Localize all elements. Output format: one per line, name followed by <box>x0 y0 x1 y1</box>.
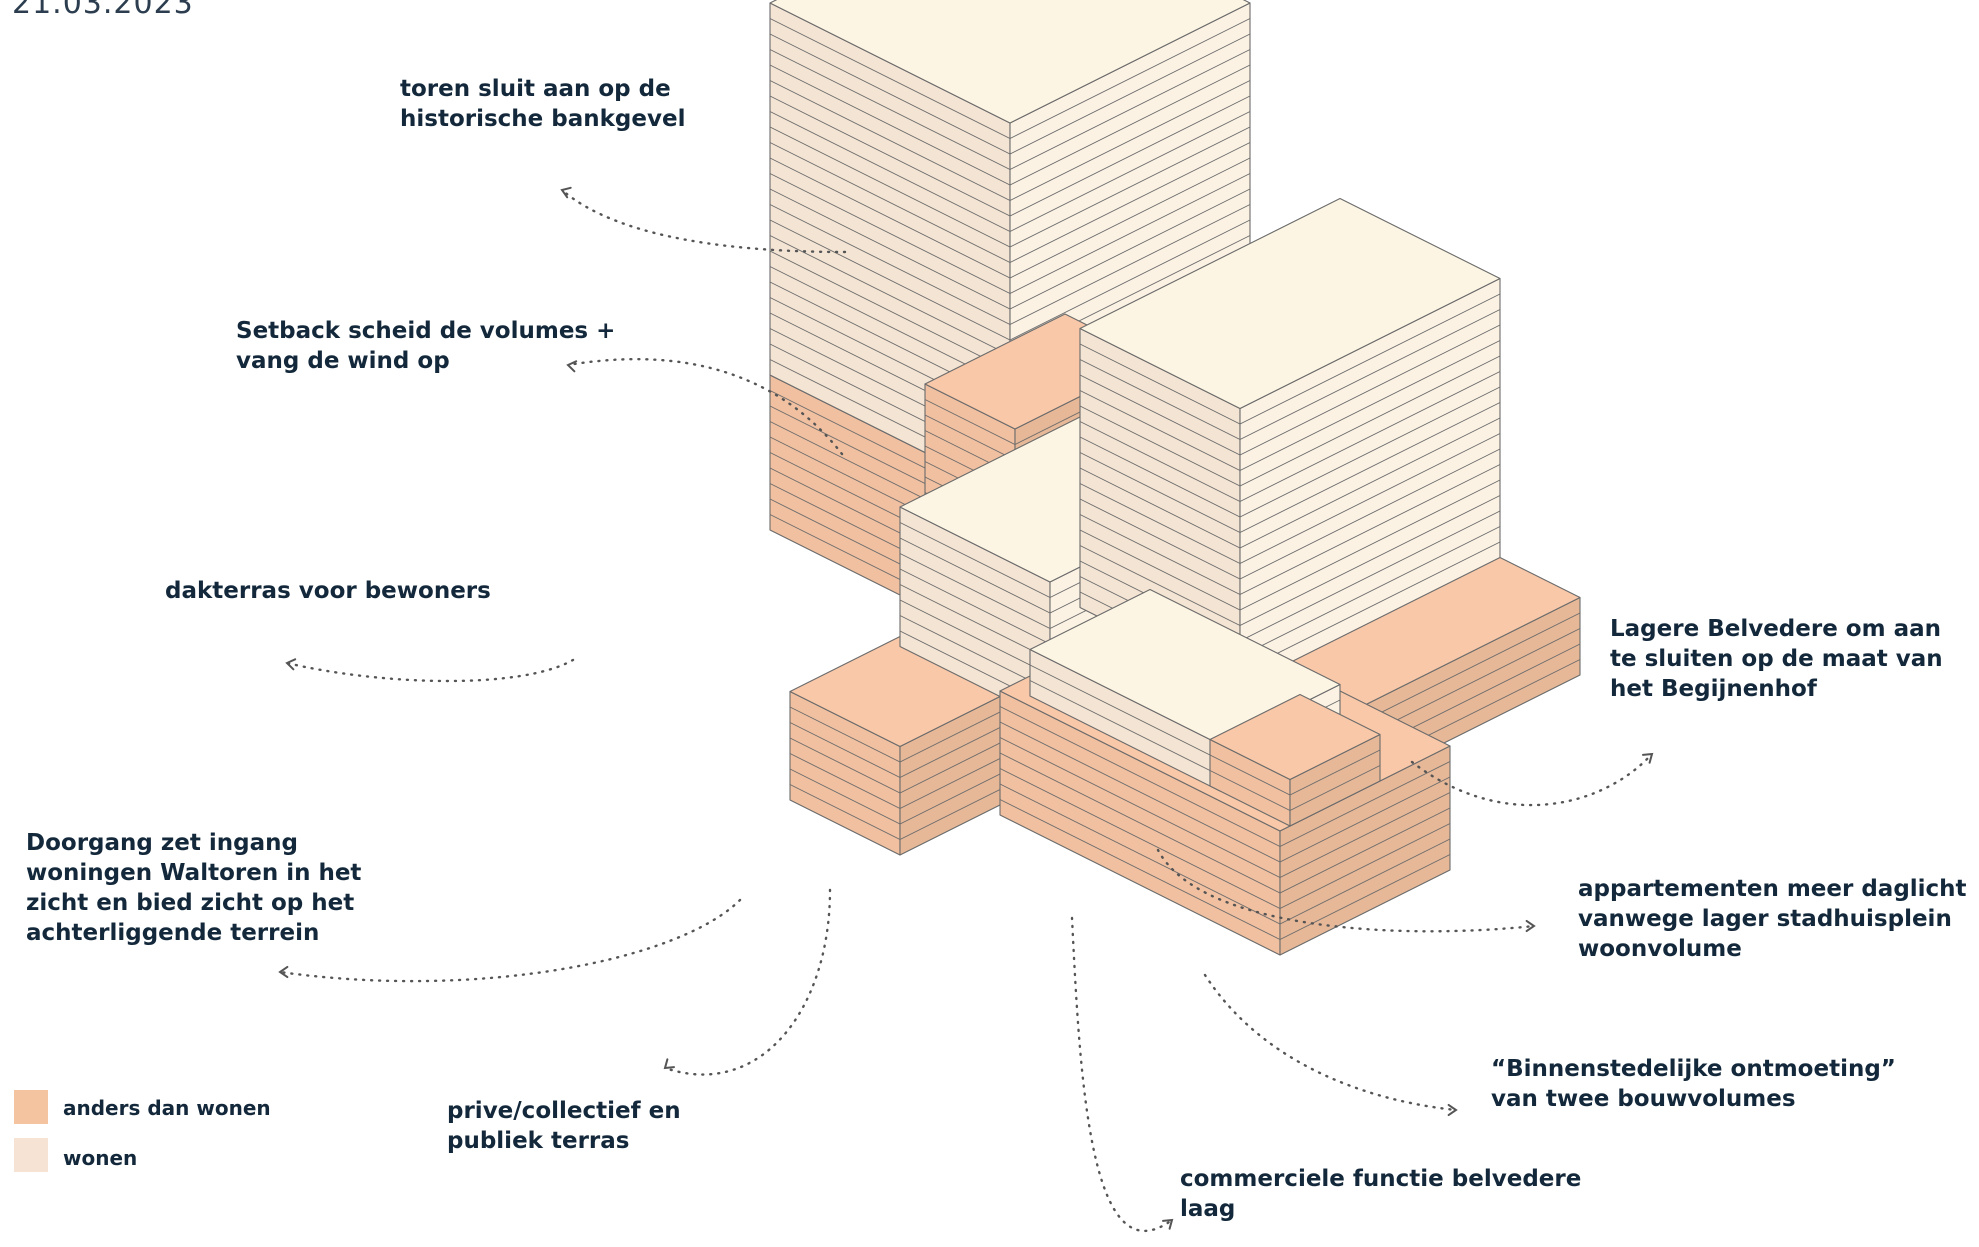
front-commercial-slab-floor-line <box>999 768 1451 910</box>
legend-label-residential: wonen <box>63 1146 138 1170</box>
front-commercial-slab-floor-line <box>999 783 1451 925</box>
right-residential-floor-line <box>1079 355 1501 487</box>
tower-floor-line <box>769 173 1251 295</box>
arrow-setback <box>566 357 844 456</box>
note-prive: prive/collectief en publiek terras <box>447 1098 681 1154</box>
front-commercial-slab-floor-line <box>999 706 1451 848</box>
building-volumes <box>769 0 1581 956</box>
right-residential-floor-line <box>1079 324 1501 456</box>
right-residential-floor-line <box>1079 417 1501 549</box>
right-residential-floor-line <box>1079 386 1501 518</box>
central-commercial-cap <box>1209 693 1381 827</box>
central-commercial-cap-top-face <box>1209 693 1381 781</box>
legend-swatch-commercial <box>14 1090 48 1124</box>
tower-top-face <box>769 0 1251 124</box>
arrow-toren-head <box>560 186 572 199</box>
right-residential-floor-line <box>1079 464 1501 596</box>
tower-floor-line <box>769 126 1251 248</box>
tower-floor-line <box>769 204 1251 326</box>
arrow-lagere <box>1410 752 1654 807</box>
arrow-dakterras <box>285 658 575 683</box>
arrow-commercieel <box>1070 916 1174 1232</box>
right-residential-floor-line <box>1079 433 1501 565</box>
note-commercieel: commerciele functie belvedere laag <box>1180 1166 1582 1222</box>
central-commercial-cap-floor-line <box>1209 765 1381 812</box>
arrow-commercieel-head <box>1162 1218 1174 1230</box>
note-setback: Setback scheid de volumes + vang de wind… <box>236 318 616 374</box>
arrow-doorgang <box>278 898 742 983</box>
arrow-doorgang-head <box>278 965 289 979</box>
note-appartementen: appartementen meer daglicht vanwege lage… <box>1578 876 1967 962</box>
right-residential-floor-line <box>1079 495 1501 627</box>
tower-floor-line <box>769 64 1251 186</box>
note-toren: toren sluit aan op de historische bankge… <box>400 76 686 132</box>
arrow-appartementen <box>1156 848 1536 933</box>
arrow-lagere-head <box>1642 752 1654 764</box>
right-residential-floor-line <box>1079 309 1501 441</box>
right-residential-floor-line <box>1079 479 1501 611</box>
tower-floor-line <box>769 111 1251 233</box>
arrow-toren <box>560 188 847 254</box>
arrow-binnenstedelijk-head <box>1447 1103 1458 1117</box>
front-commercial-slab-floor-line <box>999 752 1451 894</box>
right-residential-floor-line <box>1079 402 1501 534</box>
right-residential-floor-line <box>1079 293 1501 425</box>
front-commercial-slab-floor-line <box>999 721 1451 863</box>
note-binnenstedelijk: “Binnenstedelijke ontmoeting” van twee b… <box>1491 1056 1896 1112</box>
arrow-prive-head <box>663 1058 675 1070</box>
legend-label-commercial: anders dan wonen <box>63 1096 271 1120</box>
right-residential-floor-line <box>1079 371 1501 503</box>
front-commercial-slab-floor-line <box>999 799 1451 941</box>
arrow-appartementen-head <box>1525 919 1536 933</box>
tower-floor-line <box>769 142 1251 264</box>
right-residential-floor-line <box>1079 448 1501 580</box>
legend-swatch-residential <box>14 1138 48 1172</box>
front-commercial-slab-floor-line <box>999 737 1451 879</box>
date-label: 21.03.2023 <box>12 0 194 21</box>
arrow-binnenstedelijk <box>1203 973 1458 1112</box>
arrow-setback-head <box>566 360 578 373</box>
right-residential-floor-line <box>1079 340 1501 472</box>
tower-floor-line <box>769 219 1251 341</box>
tower-floor-line <box>769 49 1251 171</box>
tower-floor-line <box>769 95 1251 217</box>
tower-floor-line <box>769 188 1251 310</box>
tower-floor-line <box>769 157 1251 279</box>
note-dakterras: dakterras voor bewoners <box>165 578 491 604</box>
arrow-dakterras-head <box>285 658 297 671</box>
tower-floor-line <box>769 18 1251 140</box>
right-residential <box>1079 197 1501 689</box>
central-commercial-cap-floor-line <box>1209 749 1381 796</box>
right-residential-top-face <box>1079 197 1501 410</box>
note-doorgang: Doorgang zet ingang woningen Waltoren in… <box>26 830 362 946</box>
note-lagere: Lagere Belvedere om aan te sluiten op de… <box>1610 616 1943 702</box>
tower-floor-line <box>769 80 1251 202</box>
annotation-arrows <box>278 186 1654 1232</box>
tower-floor-line <box>769 33 1251 155</box>
arrow-prive <box>663 888 832 1076</box>
